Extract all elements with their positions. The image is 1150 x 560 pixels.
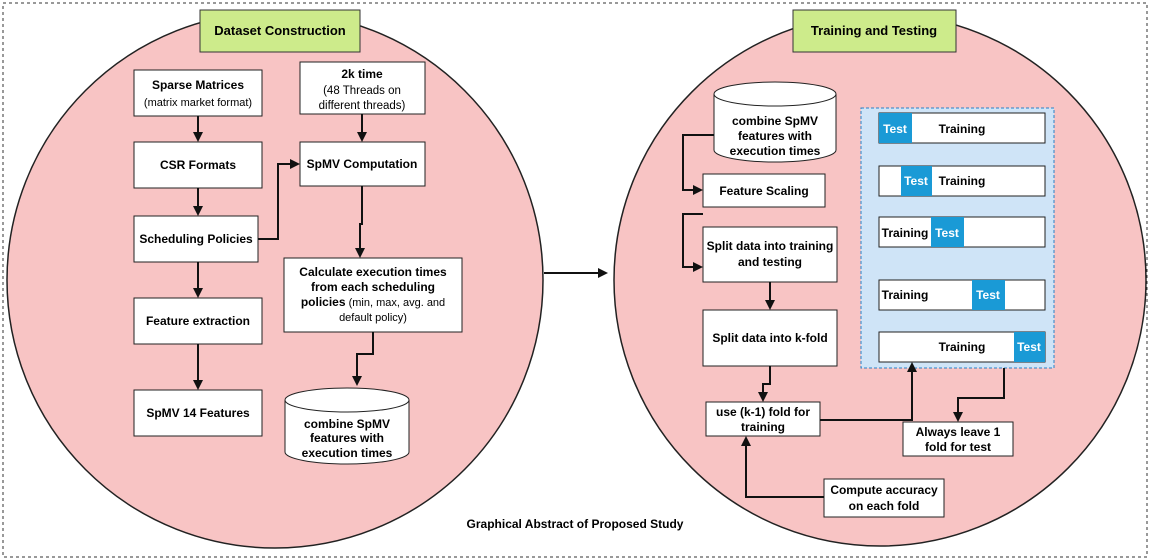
- left-db-line3: execution times: [302, 446, 393, 460]
- fold-5-test-label: Test: [1017, 340, 1041, 354]
- use-k-minus-1-line2: training: [741, 420, 785, 434]
- fold-4-test-label: Test: [976, 288, 1000, 302]
- dataset-construction-header-text: Dataset Construction: [214, 23, 346, 38]
- training-testing-header: [792, 9, 957, 53]
- scheduling-policies-label: Scheduling Policies: [139, 232, 253, 246]
- split-kfold-box: [702, 309, 838, 367]
- sparse-matrices-subtitle: (matrix market format): [144, 97, 252, 109]
- fold-5-training-label: Training: [939, 340, 986, 354]
- feature-extraction-box: [133, 297, 263, 345]
- time-sub-line1: (48 Threads on: [323, 85, 401, 97]
- fold-row-1: [878, 112, 1046, 144]
- left-db-line1: combine SpMV: [304, 417, 390, 431]
- spmv-computation-box: [299, 141, 426, 187]
- spmv-computation-label: SpMV Computation: [307, 157, 418, 171]
- calc-line3-bold: policies: [301, 295, 346, 309]
- right-db-line2: features with: [738, 129, 812, 143]
- calc-line4: default policy): [339, 312, 407, 324]
- spmv-14-features-box: [133, 389, 263, 437]
- left-database-cylinder: [284, 387, 410, 465]
- calc-line2: from each scheduling: [311, 280, 435, 294]
- csr-formats-label: CSR Formats: [160, 158, 236, 172]
- use-k-minus-1-box: [705, 401, 821, 437]
- always-leave-line1: Always leave 1: [916, 425, 1001, 439]
- left-db-line2: features with: [310, 431, 384, 445]
- fold-1-test-label: Test: [883, 122, 907, 136]
- sparse-matrices-title: Sparse Matrices: [152, 78, 244, 92]
- feature-extraction-label: Feature extraction: [146, 314, 250, 328]
- right-database-cylinder: [713, 81, 837, 163]
- split-kfold-label: Split data into k-fold: [712, 331, 827, 345]
- time-sub-line2: different threads): [319, 100, 406, 112]
- time-box: [299, 61, 426, 115]
- split-train-test-line1: Split data into training: [707, 239, 834, 253]
- calc-line3: policies (min, max, avg. and: [301, 295, 445, 309]
- spmv-14-features-label: SpMV 14 Features: [146, 406, 250, 420]
- fold-row-5: [878, 331, 1046, 363]
- dataset-construction-circle: [6, 11, 544, 549]
- fold-4-training-label: Training: [882, 288, 929, 302]
- feature-scaling-label: Feature Scaling: [719, 184, 808, 198]
- fold-2-training-label: Training: [939, 174, 986, 188]
- left-arrows: [193, 114, 608, 390]
- time-title: 2k time: [341, 67, 383, 81]
- fold-3-training-label: Training: [882, 226, 929, 240]
- always-leave-line2: fold for test: [925, 440, 991, 454]
- sparse-matrices-box: [133, 69, 263, 117]
- use-k-minus-1-line1: use (k-1) fold for: [716, 405, 810, 419]
- always-leave-box: [902, 421, 1014, 457]
- fold-row-3: [878, 216, 1046, 248]
- fold-3-test-label: Test: [935, 226, 959, 240]
- training-testing-header-text: Training and Testing: [811, 23, 937, 38]
- compute-accuracy-line1: Compute accuracy: [830, 483, 938, 497]
- caption: Graphical Abstract of Proposed Study: [467, 517, 684, 531]
- csr-formats-box: [133, 141, 263, 189]
- calc-line1: Calculate execution times: [299, 265, 447, 279]
- fold-row-2: [878, 165, 1046, 197]
- fold-1-training-label: Training: [939, 122, 986, 136]
- right-arrows: [682, 134, 1005, 498]
- split-train-test-line2: and testing: [738, 255, 802, 269]
- split-train-test-box: [702, 226, 838, 283]
- calculate-execution-times-box: [283, 257, 463, 333]
- compute-accuracy-line2: on each fold: [849, 499, 920, 513]
- right-db-line1: combine SpMV: [732, 114, 818, 128]
- dataset-construction-header: [199, 9, 361, 53]
- right-db-line3: execution times: [730, 144, 821, 158]
- feature-scaling-box: [702, 173, 826, 208]
- fold-2-test-label: Test: [904, 174, 928, 188]
- calc-line3-rest: (min, max, avg. and: [346, 297, 446, 309]
- fold-row-4: [878, 279, 1046, 311]
